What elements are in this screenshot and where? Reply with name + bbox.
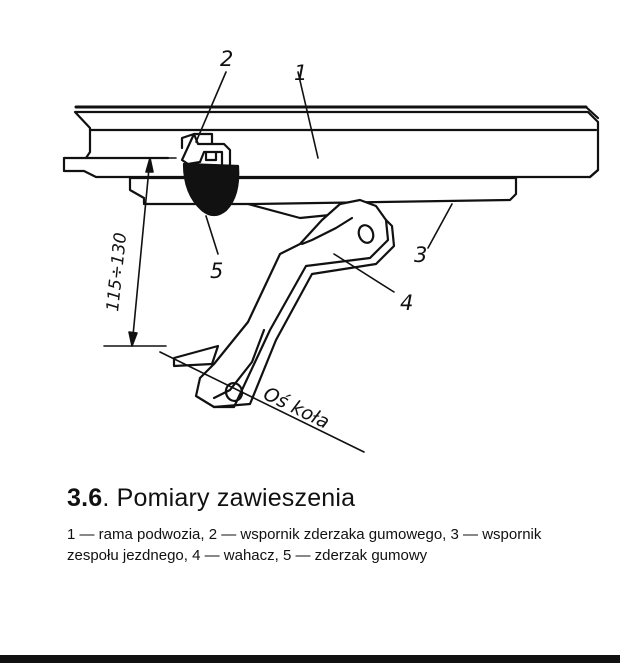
- bumper-bracket: [180, 132, 232, 170]
- chassis-frame: [62, 105, 600, 179]
- rubber-bumper: [182, 162, 240, 217]
- wheel-axis-label: Oś koła: [260, 383, 333, 434]
- label-2: 2: [220, 47, 233, 71]
- swing-arm: [172, 198, 396, 409]
- wheel-axis-line: [159, 351, 365, 453]
- caption-legend: 1 — rama podwozia, 2 — wspornik zderzaka…: [67, 526, 542, 564]
- figure-number: 3.6: [67, 484, 103, 512]
- dimension-line: [103, 157, 177, 347]
- caption-title: 3.6. Pomiary zawieszenia: [67, 484, 356, 512]
- bottom-rule: [0, 655, 620, 663]
- suspension-diagram: 2 1 3 5 4 115÷130 Oś koła: [62, 47, 600, 453]
- dimension-label: 115÷130: [103, 232, 131, 313]
- figure-caption: 3.6. Pomiary zawieszenia 1 — rama podwoz…: [67, 482, 597, 566]
- figure-title: Pomiary zawieszenia: [116, 484, 356, 512]
- label-5: 5: [210, 259, 223, 283]
- leader-lines: [195, 71, 453, 293]
- label-4: 4: [400, 291, 413, 315]
- diagram-canvas: 2 1 3 5 4 115÷130 Oś koła: [62, 47, 600, 453]
- label-1: 1: [294, 61, 307, 85]
- label-3: 3: [414, 243, 427, 267]
